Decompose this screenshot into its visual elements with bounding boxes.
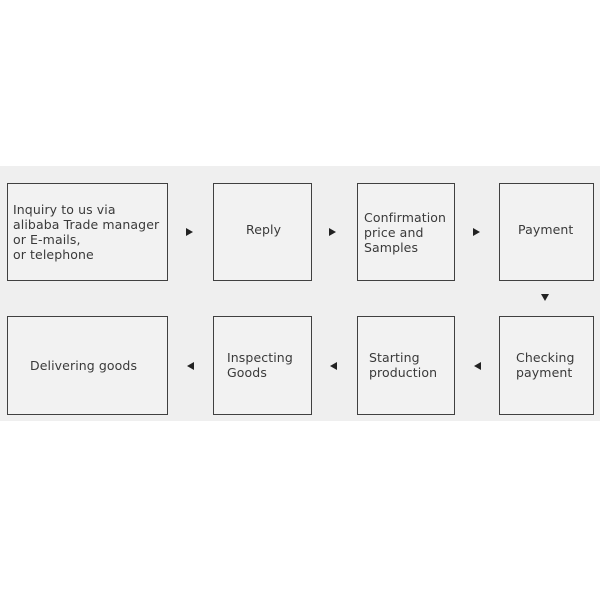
step-checking-payment-label: Checking payment [516,350,575,380]
step-inquiry-label: Inquiry to us via alibaba Trade manager … [13,202,160,262]
step-delivering-goods-label: Delivering goods [30,358,138,373]
step-starting-production-label: Starting production [369,350,438,380]
arrow-right-3-icon [473,228,480,236]
arrow-left-1-icon [474,362,481,370]
step-checking-payment-box: Checking payment [499,316,594,415]
step-inquiry-box: Inquiry to us via alibaba Trade manager … [7,183,168,281]
step-inspecting-goods-box: Inspecting Goods [213,316,312,415]
step-confirmation-label: Confirmation price and Samples [364,210,447,255]
step-payment-label: Payment [518,222,574,237]
step-confirmation-box: Confirmation price and Samples [357,183,455,281]
step-reply-label: Reply [246,222,282,237]
step-reply-box: Reply [213,183,312,281]
arrow-down-icon [541,294,549,301]
arrow-left-3-icon [187,362,194,370]
arrow-right-1-icon [186,228,193,236]
arrow-right-2-icon [329,228,336,236]
arrow-left-2-icon [330,362,337,370]
step-starting-production-box: Starting production [357,316,455,415]
step-delivering-goods-box: Delivering goods [7,316,168,415]
step-payment-box: Payment [499,183,594,281]
step-inspecting-goods-label: Inspecting Goods [227,350,293,380]
